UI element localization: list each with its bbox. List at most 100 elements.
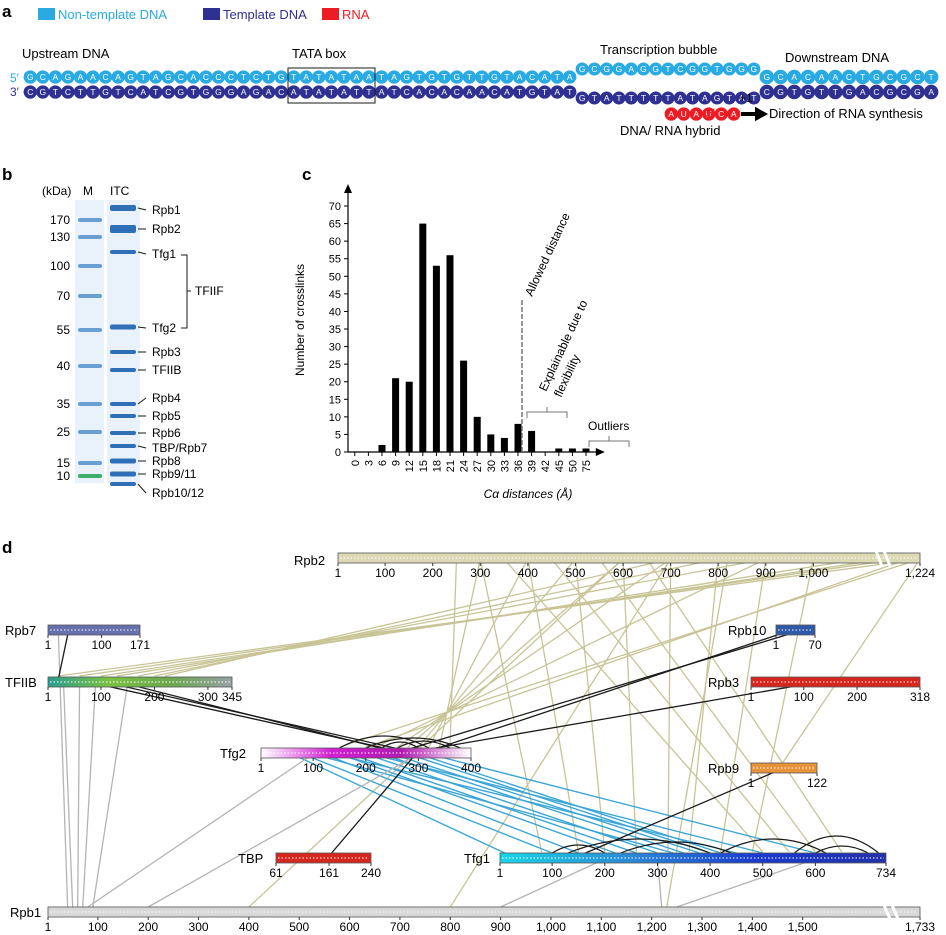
- crosslink-line: [365, 558, 909, 748]
- nontemplate-upstream-base: T: [467, 72, 472, 82]
- template-upstream-base: A: [504, 87, 510, 97]
- nontemplate-upstream-base: T: [291, 72, 296, 82]
- residue-tick-label: 100: [303, 761, 323, 775]
- x-axis-arrow: [595, 448, 605, 456]
- residue-tick-label: 900: [491, 920, 511, 934]
- template-upstream-base: T: [191, 87, 196, 97]
- rna-direction-arrow: [741, 106, 769, 122]
- crosslink-line: [667, 558, 672, 853]
- residue-tick-label: 734: [876, 866, 896, 880]
- nontemplate-upstream-base: T: [241, 72, 246, 82]
- residue-tick-label: 161: [319, 866, 339, 880]
- template-3prime-label: 3′: [10, 85, 20, 99]
- template-bubble-base: A: [739, 93, 745, 103]
- crosslink-line: [402, 627, 810, 752]
- nontemplate-upstream-base: A: [366, 72, 372, 82]
- crosslink-line: [449, 558, 672, 908]
- residue-tick-label: 1,400: [737, 920, 767, 934]
- protein-name-tfg1: Tfg1: [464, 851, 490, 866]
- template-bubble-bead: [612, 91, 626, 105]
- y-tick-label: 0: [335, 447, 341, 459]
- residue-tick-label: 122: [807, 776, 827, 790]
- template-downstream-bead: [923, 84, 939, 100]
- nontemplate-bubble-bead: [735, 62, 749, 76]
- panel-a: a Non-template DNA Template DNA RNA Upst…: [2, 2, 939, 138]
- template-bubble-bead: [686, 91, 700, 105]
- template-upstream-base: C: [165, 87, 171, 97]
- nontemplate-upstream-bead: [174, 70, 188, 84]
- template-upstream-base: T: [53, 87, 58, 97]
- residue-tick-label: 1,733: [905, 920, 935, 934]
- residue-tick-label: 200: [847, 690, 867, 704]
- template-bubble-bead: [649, 91, 663, 105]
- template-upstream-bead: [550, 85, 564, 99]
- crosslink-line: [428, 753, 816, 854]
- nontemplate-upstream-base: G: [454, 72, 461, 82]
- nontemplate-upstream-bead: [136, 70, 150, 84]
- marker-size-label: 35: [57, 397, 71, 411]
- self-crosslink-arc: [339, 735, 430, 749]
- crosslink-line: [339, 558, 921, 748]
- template-downstream-base: G: [914, 87, 921, 97]
- panel-c: c Number of crosslinks 05101520253035404…: [293, 165, 630, 501]
- protein-bar-rpb9: [750, 762, 818, 774]
- y-tick-label: 25: [329, 359, 341, 371]
- panel-label-a: a: [2, 2, 12, 21]
- nontemplate-upstream-bead: [299, 70, 313, 84]
- crosslink-line: [333, 753, 737, 854]
- template-upstream-bead: [86, 85, 100, 99]
- nontemplate-bubble-bead: [587, 62, 601, 76]
- nontemplate-upstream-base: A: [517, 72, 523, 82]
- crosslink-line: [138, 558, 766, 677]
- nontemplate-upstream-bead: [161, 70, 175, 84]
- nontemplate-upstream-base: G: [278, 72, 285, 82]
- y-tick-label: 70: [329, 201, 341, 213]
- protein-name-tfg2: Tfg2: [220, 746, 246, 761]
- x-tick-label: 50: [567, 460, 579, 472]
- template-upstream-base: G: [40, 87, 47, 97]
- nontemplate-downstream-base: A: [791, 72, 797, 82]
- nontemplate-upstream-bead: [387, 70, 401, 84]
- rna-base: U: [706, 109, 712, 119]
- nontemplate-upstream-base: G: [165, 72, 172, 82]
- nontemplate-downstream-bead: [896, 69, 912, 85]
- template-downstream-bead: [896, 84, 912, 100]
- residue-tick-label: 345: [222, 690, 242, 704]
- nontemplate-upstream-bead: [399, 70, 414, 84]
- template-upstream-base: T: [354, 87, 359, 97]
- y-tick-label: 10: [329, 412, 341, 424]
- y-tick-label: 55: [329, 254, 341, 266]
- nontemplate-bubble-bead: [710, 62, 724, 76]
- self-crosslink-arc: [567, 838, 711, 854]
- lane-label-marker: M: [83, 184, 93, 198]
- nontemplate-bubble-base: G: [751, 64, 758, 74]
- marker-band: [78, 235, 102, 239]
- marker-band: [78, 294, 102, 298]
- x-tick-label: 27: [472, 460, 484, 472]
- nontemplate-upstream-bead: [412, 70, 426, 84]
- crosslink-line: [62, 682, 74, 908]
- nontemplate-downstream-base: C: [777, 72, 783, 82]
- nontemplate-downstream-base: G: [900, 72, 907, 82]
- bar: [568, 448, 576, 452]
- x-tick-label: 75: [581, 460, 593, 472]
- template-downstream-bead: [882, 84, 898, 100]
- nontemplate-upstream-base: G: [65, 72, 72, 82]
- protein-bar-tfg1: [499, 852, 887, 864]
- template-upstream-base: T: [115, 87, 120, 97]
- x-tick-label: 39: [527, 460, 539, 472]
- template-bubble-base: A: [677, 93, 683, 103]
- nontemplate-downstream-base: C: [887, 72, 893, 82]
- nontemplate-upstream-base: T: [442, 72, 447, 82]
- band-label: TFIIB: [152, 363, 181, 377]
- nontemplate-upstream-bead: [312, 70, 326, 84]
- itc-band: [110, 458, 136, 464]
- rna-bead: [677, 107, 691, 121]
- crosslink-line: [328, 750, 419, 857]
- crosslink-line: [782, 558, 921, 763]
- nontemplate-upstream-bead: [123, 70, 138, 84]
- residue-tick-label: 500: [753, 866, 773, 880]
- residue-tick-label: 1: [748, 776, 755, 790]
- template-upstream-base: G: [203, 87, 210, 97]
- template-upstream-base: A: [316, 87, 322, 97]
